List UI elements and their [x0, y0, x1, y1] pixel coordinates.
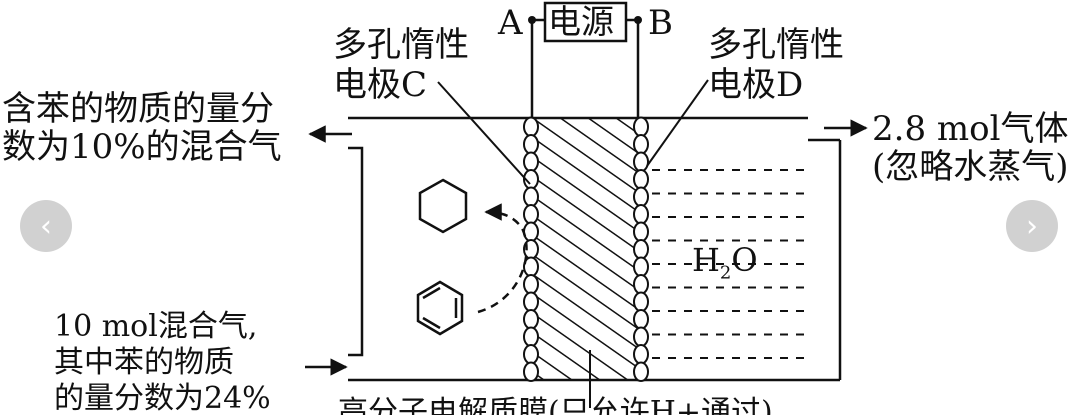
terminal-b-dot	[634, 16, 642, 24]
electrode-c-label-line1: 多孔惰性	[333, 25, 469, 65]
electrode-d-pore	[633, 344, 649, 365]
water-label-subscript: 2	[719, 262, 732, 284]
porous-electrode-c	[523, 116, 539, 383]
chevron-right-icon: ›	[1026, 208, 1038, 244]
inlet-label-line1: 10 mol混合气,	[54, 309, 258, 344]
electrode-d-pore	[633, 274, 649, 295]
electrode-d-pore	[633, 134, 649, 155]
electrode-d-pore	[633, 291, 649, 313]
left-outlet-label-line2: 数为10%的混合气	[2, 127, 282, 167]
membrane-label: 高分子电解质膜(只允许H+通过)	[338, 395, 773, 415]
right-outlet-label-line2: (忽略水蒸气)	[872, 147, 1069, 187]
electrode-d-pore	[633, 239, 649, 260]
power-source-box	[543, 1, 628, 43]
electrode-c-pore	[523, 309, 539, 330]
electrode-d-pore	[633, 256, 649, 278]
electrode-c-pore	[523, 204, 539, 225]
left-outlet-label-line1: 含苯的物质的量分	[2, 89, 274, 129]
porous-electrode-d	[633, 116, 649, 383]
inlet-bracket	[348, 146, 364, 357]
benzene-structure	[416, 280, 464, 336]
electrode-c-pore	[523, 151, 539, 173]
electrode-c-pore	[523, 116, 539, 138]
electrode-d-pore	[633, 186, 649, 208]
power-source-label: 电源	[548, 2, 614, 41]
terminal-a-dot	[528, 16, 536, 24]
electrode-d-pore	[633, 361, 649, 383]
chevron-left-icon: ‹	[40, 208, 52, 244]
electrode-c-pointer	[437, 81, 531, 185]
electrode-d-pore	[633, 204, 649, 225]
terminal-a-label: A	[498, 3, 523, 43]
electrode-c-pore	[523, 291, 539, 313]
electrode-d-pore	[633, 326, 649, 348]
polymer-electrolyte-membrane	[530, 118, 640, 380]
electrode-c-pore	[523, 134, 539, 155]
electrode-c-pore	[523, 344, 539, 365]
electrode-d-label-line2: 电极D	[708, 65, 804, 105]
electrode-c-pore	[523, 361, 539, 383]
electrode-c-pore	[523, 326, 539, 348]
electrode-d-pore	[633, 221, 649, 243]
inlet-label-line2: 其中苯的物质	[54, 345, 234, 380]
terminal-b-label: B	[648, 3, 673, 43]
prev-slide-button[interactable]: ‹	[20, 200, 72, 252]
water-label-o: O	[731, 241, 758, 279]
power-circuit	[530, 18, 640, 118]
reduction-path-arrow	[477, 203, 528, 314]
inlet-label-line3: 的量分数为24%	[54, 381, 271, 415]
electrode-d-pointer	[646, 79, 709, 167]
electrode-d-pore	[633, 169, 649, 190]
electrode-c-label-line2: 电极C	[333, 65, 428, 105]
cyclohexane-structure	[418, 178, 468, 234]
next-slide-button[interactable]: ›	[1006, 200, 1058, 252]
electrode-d-pore	[633, 116, 649, 138]
electrode-d-label-line1: 多孔惰性	[708, 25, 844, 65]
electrode-c-pore	[523, 274, 539, 295]
electrode-c-pore	[523, 186, 539, 208]
water-label-h: H	[692, 241, 720, 279]
electrode-d-pore	[633, 309, 649, 330]
electrode-d-pore	[633, 151, 649, 173]
water-region	[652, 169, 812, 359]
electrode-c-pore	[523, 221, 539, 243]
right-outlet-label-line1: 2.8 mol气体	[872, 109, 1069, 149]
water-label: H2O	[692, 244, 758, 282]
